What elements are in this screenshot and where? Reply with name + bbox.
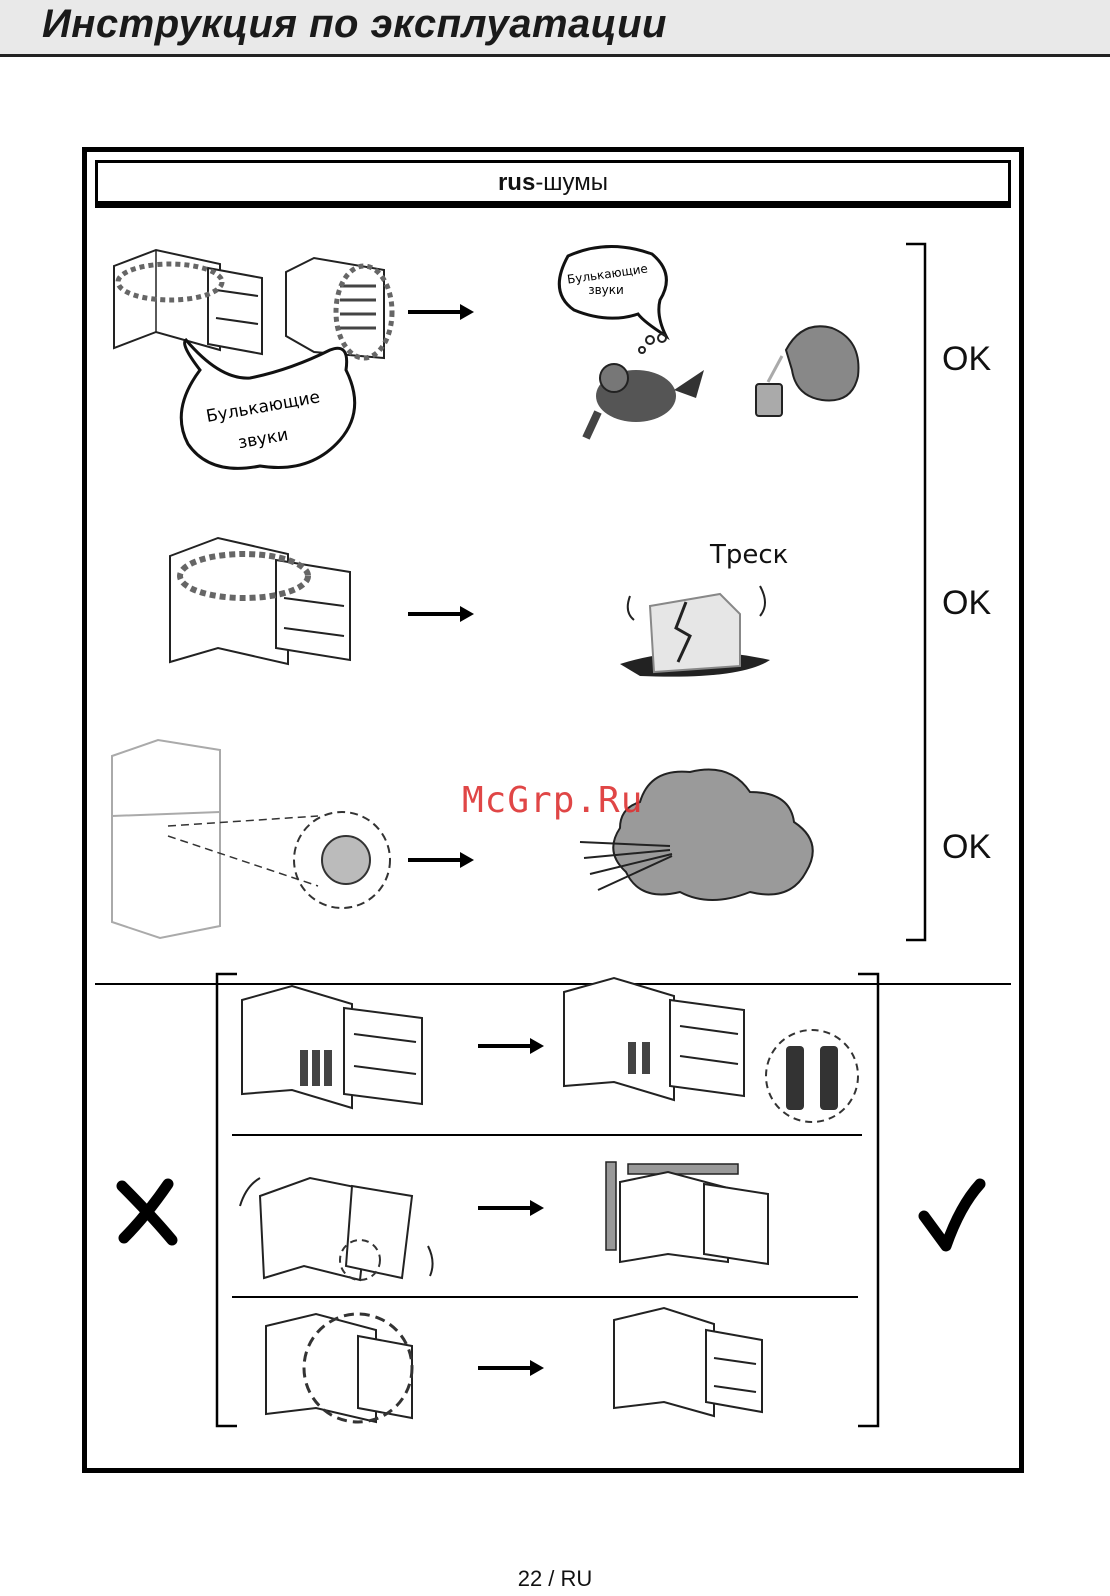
section-title-rest: -шумы: [535, 169, 608, 196]
ok-label-3: OK: [942, 828, 991, 867]
fridge-bottles-wrong-illustration: [240, 984, 430, 1114]
watermark: McGrp.Ru: [462, 780, 643, 821]
title-separator: [95, 204, 1011, 208]
fridge-tilted-illustration: [236, 1166, 446, 1296]
section-title: rus-шумы: [95, 160, 1011, 204]
page-title: Инструкция по эксплуатации: [42, 2, 667, 47]
fridge-evaporator-illustration: [168, 536, 358, 676]
page-number: 22 / RU: [0, 1566, 1110, 1592]
fridge-door-wrong-illustration: [262, 1312, 422, 1432]
ice-cube-icon: [590, 576, 790, 686]
bubble-small-line2: звуки: [588, 283, 624, 297]
arrow-right-icon: [408, 604, 478, 624]
fridge-level-illustration: [604, 1158, 784, 1278]
crack-label: Треск: [710, 540, 788, 570]
pitcher-icon: [752, 320, 872, 420]
ok-bracket: [898, 240, 928, 960]
arrow-right-icon: [408, 302, 478, 322]
arrow-right-icon: [478, 1358, 548, 1378]
arrow-right-icon: [478, 1036, 548, 1056]
ok-label-1: OK: [942, 340, 991, 379]
row-separator: [232, 1133, 872, 1137]
diver-icon: [578, 332, 718, 452]
speech-bubble-large: Булькающие звуки: [170, 340, 370, 500]
section-title-bold: rus: [498, 169, 535, 196]
fridge-door-right-illustration: [610, 1306, 770, 1426]
arrow-right-icon: [408, 850, 478, 870]
fridge-fan-illustration: [108, 736, 398, 946]
check-icon: [916, 1176, 986, 1256]
ok-label-2: OK: [942, 584, 991, 623]
page-header: Инструкция по эксплуатации: [0, 0, 1110, 57]
arrow-right-icon: [478, 1198, 548, 1218]
cross-icon: [112, 1176, 182, 1246]
fridge-bottles-right-illustration: [562, 976, 862, 1126]
